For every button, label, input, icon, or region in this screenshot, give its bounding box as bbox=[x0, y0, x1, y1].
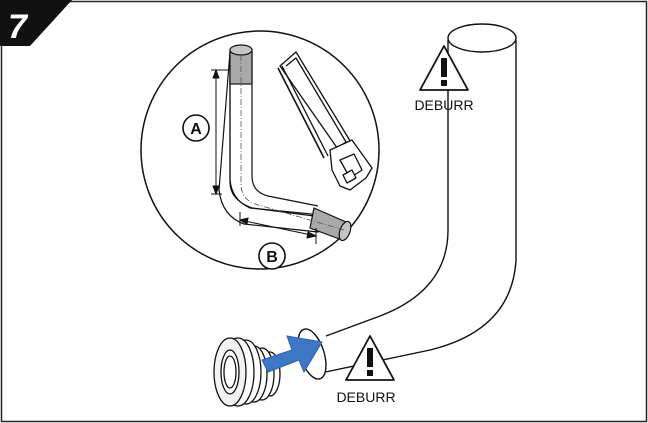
warning-triangle-icon bbox=[419, 45, 469, 91]
dimension-a-badge bbox=[182, 114, 210, 142]
dimension-b-badge bbox=[258, 242, 286, 270]
step-badge: 7 bbox=[0, 0, 72, 46]
warning-triangle-icon bbox=[345, 335, 395, 381]
threaded-fitting-icon bbox=[213, 337, 281, 407]
deburr-label-bottom: DEBURR bbox=[336, 389, 395, 405]
deburr-label-top: DEBURR bbox=[414, 97, 473, 113]
step-number: 7 bbox=[8, 8, 29, 46]
dimension-b bbox=[238, 212, 318, 244]
insert-arrow-icon bbox=[261, 335, 323, 374]
dimension-a bbox=[211, 68, 230, 196]
bent-pipe bbox=[315, 23, 517, 375]
hacksaw-icon bbox=[277, 51, 373, 191]
dimension-b-label: B bbox=[266, 249, 278, 266]
dimension-a-label: A bbox=[190, 121, 202, 138]
